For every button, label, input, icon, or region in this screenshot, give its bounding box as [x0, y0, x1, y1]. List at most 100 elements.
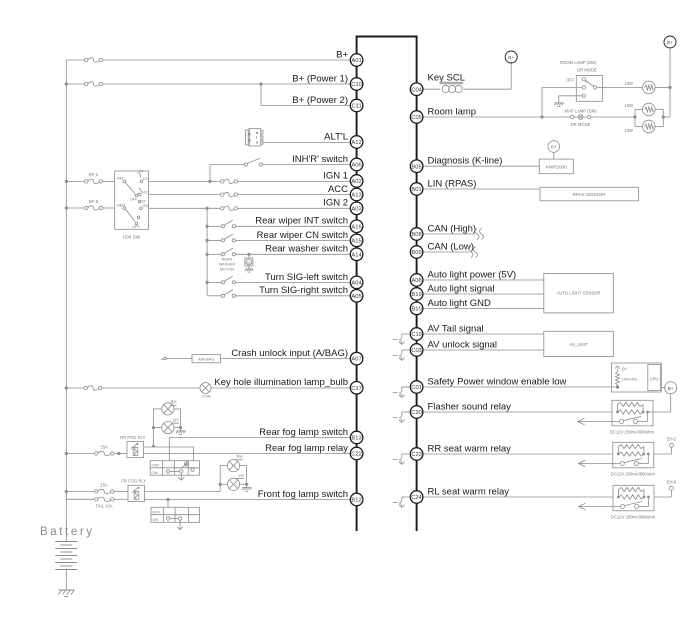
svg-text:C22: C22 — [351, 452, 362, 458]
svg-text:AV Tail signal: AV Tail signal — [428, 323, 484, 334]
svg-text:MOTOR: MOTOR — [220, 267, 234, 271]
svg-text:B19: B19 — [411, 292, 421, 298]
svg-text:B13: B13 — [351, 436, 361, 442]
svg-text:OFF: OFF — [152, 509, 161, 514]
svg-text:DR MODE: DR MODE — [577, 68, 597, 73]
svg-text:B+ (Power 1): B+ (Power 1) — [292, 73, 348, 84]
svg-text:Battery: Battery — [40, 526, 95, 538]
svg-text:EF-8: EF-8 — [89, 199, 99, 204]
svg-text:A04: A04 — [351, 281, 362, 287]
svg-text:Diagnosis (K-line): Diagnosis (K-line) — [428, 156, 503, 167]
svg-text:Rear wiper INT switch: Rear wiper INT switch — [255, 216, 348, 227]
svg-text:Auto light signal: Auto light signal — [428, 283, 495, 294]
svg-text:C17: C17 — [351, 386, 362, 392]
svg-text:C24: C24 — [411, 495, 422, 501]
svg-text:B10: B10 — [411, 307, 421, 313]
svg-text:C19: C19 — [411, 332, 422, 338]
svg-text:C03: C03 — [411, 348, 422, 354]
svg-text:A13: A13 — [351, 193, 361, 199]
svg-text:LH: LH — [173, 417, 178, 422]
svg-text:C11: C11 — [351, 104, 361, 110]
svg-text:A15: A15 — [351, 239, 361, 245]
svg-text:FR FOG RLY: FR FOG RLY — [121, 479, 146, 484]
svg-text:A08: A08 — [411, 278, 421, 284]
svg-text:OFF: OFF — [152, 463, 161, 468]
svg-text:B+: B+ — [622, 367, 628, 372]
svg-text:B01: B01 — [411, 187, 421, 193]
svg-text:A12: A12 — [351, 140, 361, 146]
svg-text:CAN (High): CAN (High) — [428, 223, 477, 234]
svg-text:Key hole illumination lamp_bul: Key hole illumination lamp_bulb — [214, 377, 348, 388]
svg-text:B05: B05 — [411, 164, 421, 170]
svg-text:A07: A07 — [351, 357, 361, 363]
svg-text:DC12V 200mA/680ohm: DC12V 200mA/680ohm — [610, 429, 655, 434]
svg-text:CAN (Low): CAN (Low) — [428, 241, 474, 252]
svg-text:A03: A03 — [351, 206, 361, 212]
svg-text:IGN SW: IGN SW — [123, 235, 141, 240]
svg-text:AV unlock signal: AV unlock signal — [428, 339, 498, 350]
svg-text:RR FOG RLY: RR FOG RLY — [120, 435, 145, 440]
svg-text:Room lamp: Room lamp — [428, 106, 477, 117]
svg-text:C04: C04 — [411, 87, 422, 93]
svg-text:B08: B08 — [411, 232, 421, 238]
svg-text:A01: A01 — [351, 58, 361, 64]
svg-text:Front fog lamp switch: Front fog lamp switch — [258, 489, 348, 500]
svg-text:MAP LAMP (DM): MAP LAMP (DM) — [565, 109, 598, 114]
svg-text:ACC: ACC — [141, 190, 149, 194]
svg-text:Rear washer switch: Rear washer switch — [265, 244, 348, 255]
svg-text:B+ (Power 2): B+ (Power 2) — [292, 95, 348, 106]
svg-text:C05: C05 — [411, 115, 422, 121]
svg-text:ON: ON — [152, 470, 158, 475]
svg-text:DC12V 200mA/680ohm: DC12V 200mA/680ohm — [611, 514, 656, 519]
svg-text:CPU: CPU — [650, 377, 659, 382]
svg-text:B09: B09 — [411, 250, 421, 256]
svg-text:AUTO LIGHT SENSOR: AUTO LIGHT SENSOR — [557, 291, 601, 296]
svg-text:10W: 10W — [624, 128, 633, 133]
svg-text:Safety Power window enable low: Safety Power window enable low — [428, 376, 567, 387]
svg-text:ST: ST — [139, 170, 145, 174]
svg-text:ROOM LAMP (DM): ROOM LAMP (DM) — [560, 60, 597, 65]
svg-text:Rear fog lamp switch: Rear fog lamp switch — [259, 427, 348, 438]
svg-text:C20: C20 — [411, 410, 422, 416]
svg-text:Auto light GND: Auto light GND — [428, 298, 491, 309]
svg-text:ST: ST — [141, 200, 147, 204]
svg-text:ACC: ACC — [328, 184, 348, 195]
svg-text:ON: ON — [152, 517, 158, 522]
svg-text:Rear fog lamp relay: Rear fog lamp relay — [265, 443, 348, 454]
svg-text:A14: A14 — [351, 252, 362, 258]
svg-text:AV_UNIT: AV_UNIT — [569, 342, 588, 347]
svg-text:Key SCL: Key SCL — [428, 72, 466, 83]
svg-text:Turn SIG-left switch: Turn SIG-left switch — [265, 272, 348, 283]
svg-text:10KOhm: 10KOhm — [622, 377, 638, 382]
svg-text:RH: RH — [236, 454, 242, 459]
svg-text:AM: AM — [117, 176, 123, 181]
svg-text:EH-6: EH-6 — [667, 480, 677, 485]
svg-text:M: M — [247, 260, 250, 265]
svg-text:C01: C01 — [411, 385, 422, 391]
svg-text:Auto light power (5V): Auto light power (5V) — [428, 269, 517, 280]
svg-text:B+: B+ — [508, 55, 514, 61]
svg-text:OFF: OFF — [130, 198, 138, 202]
svg-text:IG1: IG1 — [143, 177, 149, 181]
svg-text:EF-2: EF-2 — [89, 172, 99, 177]
svg-text:10W: 10W — [624, 81, 633, 86]
svg-text:Turn SIG-right switch: Turn SIG-right switch — [259, 285, 348, 296]
svg-text:RR seat warm relay: RR seat warm relay — [428, 443, 512, 454]
svg-text:A05: A05 — [351, 294, 361, 300]
svg-text:10W: 10W — [624, 103, 633, 108]
svg-text:A16: A16 — [351, 224, 361, 230]
svg-text:DC12V 200mA/680ohm: DC12V 200mA/680ohm — [611, 471, 656, 476]
svg-text:IGN 1: IGN 1 — [323, 170, 348, 181]
svg-text:DR MODE: DR MODE — [571, 122, 591, 127]
svg-text:C10: C10 — [351, 82, 362, 88]
svg-text:B12: B12 — [351, 498, 361, 504]
svg-text:INH'R' switch: INH'R' switch — [292, 154, 348, 165]
svg-text:A02: A02 — [351, 179, 361, 185]
svg-text:IG2: IG2 — [143, 204, 149, 208]
svg-text:Rear wiper CN switch: Rear wiper CN switch — [257, 230, 348, 241]
svg-text:ALT'L: ALT'L — [324, 131, 348, 142]
svg-text:REAR: REAR — [222, 257, 233, 261]
svg-text:15A: 15A — [100, 444, 108, 449]
svg-text:B+: B+ — [551, 145, 557, 150]
svg-text:Flasher sound relay: Flasher sound relay — [428, 401, 512, 412]
